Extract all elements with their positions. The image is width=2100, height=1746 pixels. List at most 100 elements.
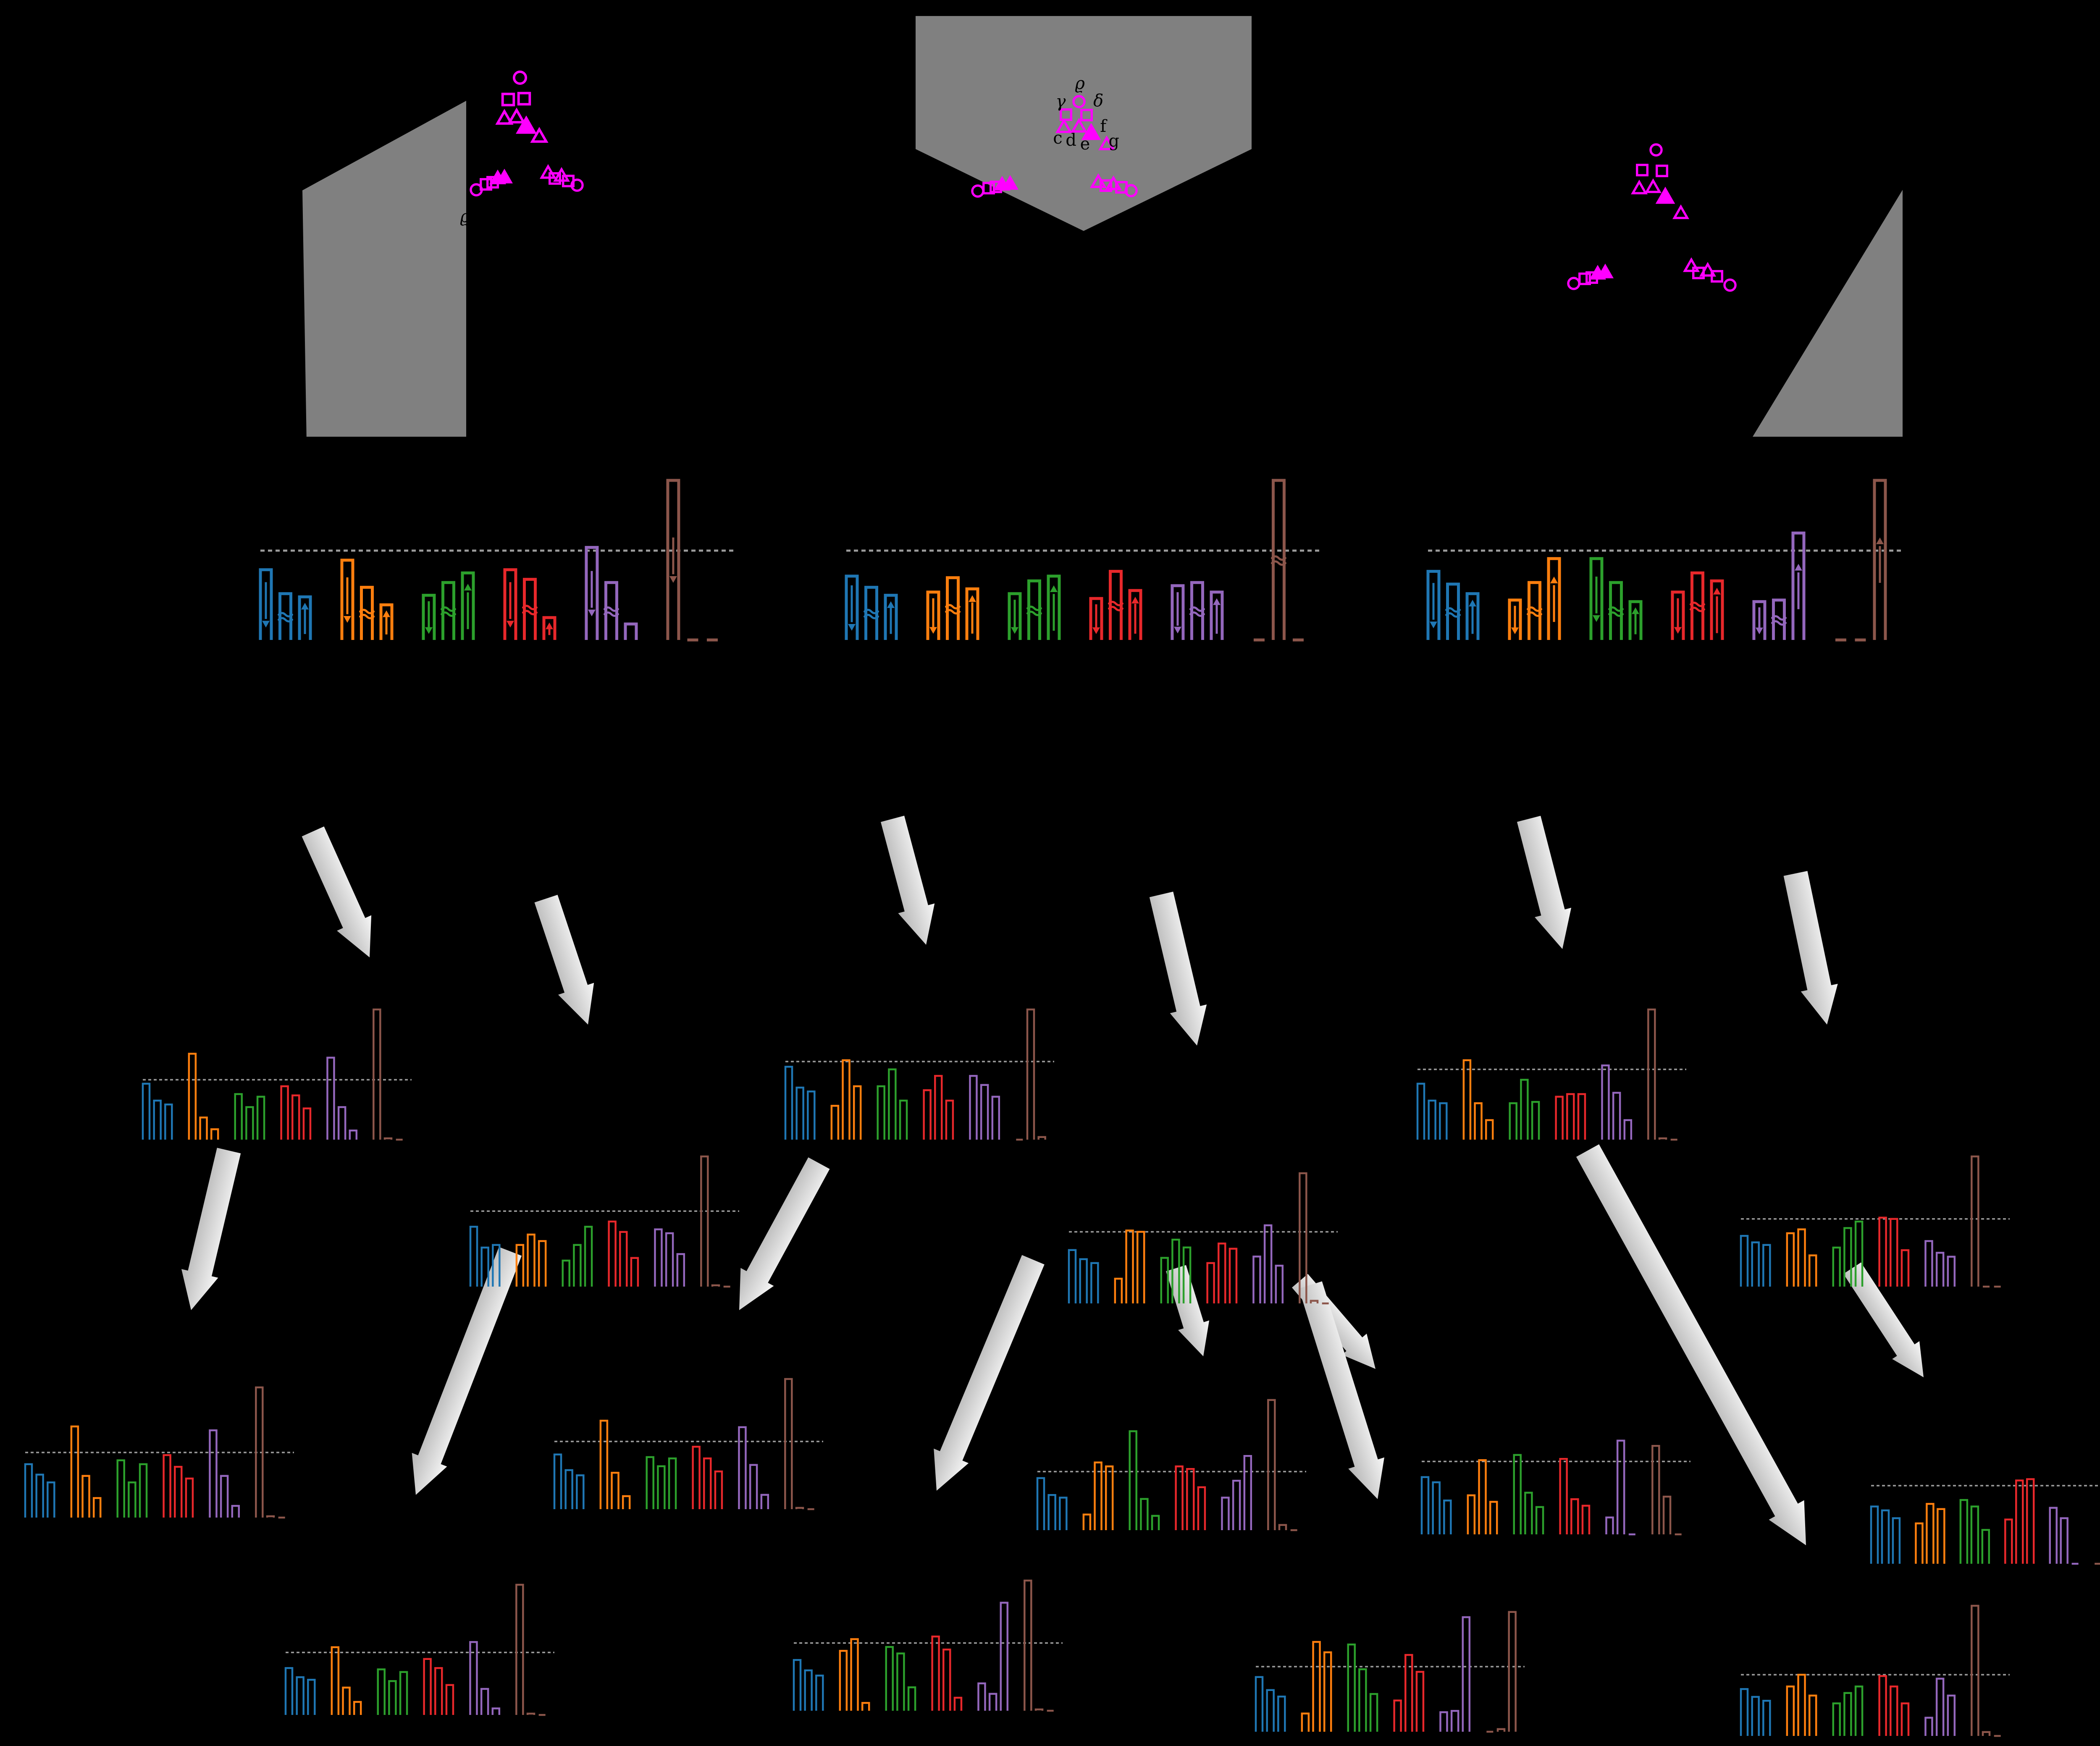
bar xyxy=(839,1650,848,1711)
bar xyxy=(266,1515,275,1518)
bar xyxy=(1432,1481,1441,1534)
bar xyxy=(1508,1611,1517,1732)
data-marker-triangle xyxy=(1656,186,1675,206)
bar xyxy=(1323,1651,1332,1732)
bar xyxy=(1151,1515,1160,1530)
bar xyxy=(153,1099,162,1140)
panel-label: e xyxy=(1080,134,1090,154)
bar xyxy=(1450,1710,1460,1732)
bar xyxy=(1752,600,1767,640)
panel-label: d xyxy=(1066,130,1076,150)
bar xyxy=(1623,1119,1633,1140)
data-marker-square xyxy=(1654,163,1670,178)
bar xyxy=(1762,1700,1771,1736)
bar xyxy=(1024,1579,1032,1711)
bar xyxy=(1206,1262,1215,1303)
bar xyxy=(953,1696,963,1711)
bar xyxy=(1221,1497,1230,1530)
panel-label: ϱ xyxy=(460,207,470,226)
bar xyxy=(749,1464,758,1509)
panel-label: ζ xyxy=(1687,284,1696,304)
bar xyxy=(1467,1494,1476,1534)
trend-down-icon xyxy=(848,585,856,631)
flow-arrow xyxy=(534,894,594,1025)
bar xyxy=(1393,1699,1402,1732)
bar xyxy=(1443,1500,1452,1534)
bar xyxy=(337,1106,346,1140)
data-marker-circle xyxy=(511,69,529,87)
bar xyxy=(1489,1501,1498,1534)
flow-arrow xyxy=(1783,871,1838,1025)
bar xyxy=(1915,1522,1924,1564)
data-marker-circle xyxy=(1648,142,1664,158)
trend-up-icon xyxy=(545,622,553,635)
bar xyxy=(611,1471,620,1509)
panel-label: i xyxy=(1688,236,1694,256)
bar xyxy=(1439,1711,1448,1732)
data-marker-triangle xyxy=(495,108,514,126)
bar xyxy=(622,1495,631,1509)
trend-up-icon xyxy=(1131,597,1139,634)
data-marker-square xyxy=(1079,107,1095,123)
bar xyxy=(1243,1455,1252,1530)
bar xyxy=(399,1671,408,1715)
bar xyxy=(1428,1099,1436,1140)
bar xyxy=(2049,1507,2058,1564)
bar xyxy=(326,1057,335,1140)
bar xyxy=(1786,1232,1795,1287)
bar xyxy=(1900,1702,1910,1736)
bar xyxy=(1462,1616,1471,1732)
bar xyxy=(1175,1465,1184,1530)
panel-label: g xyxy=(1108,131,1119,151)
trend-down-icon xyxy=(1511,606,1519,634)
bar xyxy=(469,1226,478,1287)
bar xyxy=(291,1094,300,1140)
bar xyxy=(188,1053,197,1140)
bar xyxy=(231,1505,240,1518)
bar xyxy=(1301,1712,1310,1732)
bar xyxy=(1090,1262,1099,1303)
trend-up-icon xyxy=(301,603,309,634)
bar xyxy=(926,590,940,640)
trend-wave-icon xyxy=(1527,606,1543,617)
panel-label: β xyxy=(496,191,507,211)
bar xyxy=(1182,1246,1192,1303)
bar xyxy=(1808,1694,1817,1736)
bar xyxy=(480,1246,489,1287)
bar xyxy=(1628,600,1643,640)
bar xyxy=(349,1130,358,1140)
bar xyxy=(377,1668,386,1715)
bar xyxy=(1662,1495,1672,1534)
bar xyxy=(760,1494,769,1509)
bar xyxy=(1218,1243,1226,1303)
bar xyxy=(830,1105,840,1140)
trend-wave-icon xyxy=(864,608,879,619)
bar xyxy=(923,1089,932,1140)
trend-down-icon xyxy=(1674,598,1682,634)
bar xyxy=(980,1084,989,1140)
data-marker-triangle xyxy=(1630,179,1648,195)
bar xyxy=(700,1155,709,1287)
bar-chart-s15 xyxy=(1740,1600,2010,1738)
bar xyxy=(1068,1249,1077,1303)
bar xyxy=(815,1675,824,1711)
bar xyxy=(515,1583,524,1715)
bar xyxy=(1890,1685,1898,1736)
bar xyxy=(1843,1692,1852,1736)
panel-label: α xyxy=(481,193,493,213)
bar xyxy=(624,622,638,640)
bar-chart-s13 xyxy=(793,1575,1063,1713)
bar xyxy=(1105,1465,1114,1530)
bar xyxy=(945,1099,954,1140)
data-marker-circle xyxy=(569,177,585,193)
bar xyxy=(1924,1717,1933,1736)
bar xyxy=(255,1386,264,1518)
bar xyxy=(896,1652,905,1711)
bar xyxy=(284,1667,294,1715)
bar-chart-s7 xyxy=(24,1382,294,1520)
bar xyxy=(1008,592,1022,640)
bar xyxy=(434,1667,443,1715)
bar xyxy=(654,1228,663,1287)
bar xyxy=(503,568,517,640)
